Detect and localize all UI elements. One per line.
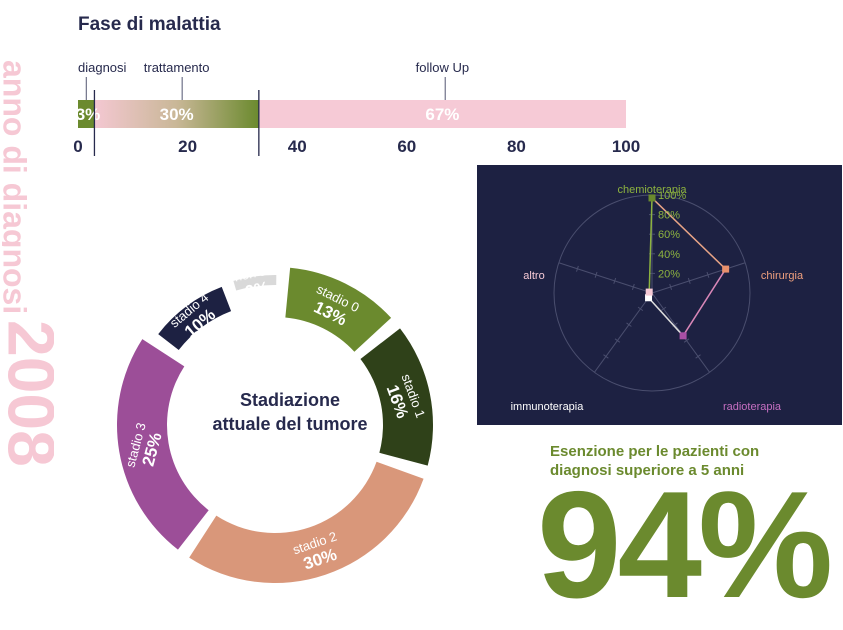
radar-point [648,194,656,202]
radar-tick-mark [576,265,579,272]
therapy-radar-chart: 20% 40% 60% 80% 100%chemioterapia chirurgia ra… [511,184,804,413]
radar-r-tick: 40% [658,249,680,261]
phase-bar-chart: 3% 30% 67% diagnosi trattamento follow Up 0 20 4… [73,60,640,156]
radar-spoke [558,262,653,294]
phase-title: Fase di malattia [78,14,221,35]
therapy-radar-panel: 20% 40% 60% 80% 100%chemioterapia chirurgia ra… [477,165,842,425]
radar-point [722,265,730,273]
exemption-percentage: 94% [537,460,833,630]
radar-point [645,288,653,296]
year-label: anno di diagnosi [2,60,33,314]
donut-center-title: Stadiazione attuale del tumore [180,388,400,436]
phase-axis-tick: 100 [612,137,640,156]
radar-spoke [651,262,746,294]
phase-category-label: diagnosi [78,60,127,75]
phase-axis-tick: 20 [178,137,197,156]
radar-axis-label: chirurgia [761,270,804,282]
phase-bar-follow-up [258,100,626,128]
radar-r-tick: 80% [658,210,680,222]
radar-spoke [593,292,653,373]
donut-slice-stadio-0 [285,267,392,352]
exemption-caption: Esenzione per le pazienti con diagnosi s… [550,442,840,480]
donut-label-group: non so6% [233,262,274,302]
radar-tick-mark [631,283,635,290]
radar-series-segment [651,197,727,270]
radar-series-segment [682,268,727,337]
phase-axis-tick: 40 [288,137,307,156]
radar-r-tick: 60% [658,229,680,241]
donut-label-group: stadio 230% [291,529,340,574]
stage-donut-chart: stadio 013%stadio 116%stadio 230%stadio … [117,262,433,583]
year-value: 2008 [2,320,54,467]
exemption-line1: Esenzione per le pazienti con [550,443,760,460]
radar-series-segment [648,197,653,293]
donut-slice-stadio-1 [360,328,433,466]
radar-tick-mark [687,277,691,284]
radar-axis-label: immunoterapia [511,401,585,413]
donut-slice-stadio-2 [189,461,424,583]
donut-slice-non-so [233,275,277,291]
phase-category-label: trattamento [144,60,210,75]
diagnosis-year-banner: anno di diagnosi 2008 [2,60,54,467]
phase-value-label: 67% [425,105,459,124]
phase-bar-trattamento [94,100,259,128]
radar-tick-mark [669,283,673,290]
radar-tick-mark [613,277,617,284]
radar-series-segment [647,297,684,337]
radar-tick-mark [683,338,690,343]
phase-axis-tick: 0 [73,137,82,156]
radar-tick-mark [626,322,632,327]
phase-value-label: 30% [160,105,194,124]
donut-center-line2: attuale del tumore [212,414,368,434]
radar-point [679,332,687,340]
radar-tick-mark [660,306,667,312]
radar-point [645,294,653,302]
radar-tick-mark [603,354,609,359]
phase-axis-tick: 80 [507,137,526,156]
radar-axis-label: chemioterapia [617,184,687,196]
donut-slice-stadio-3 [117,339,209,550]
donut-slice-value: 6% [243,278,271,302]
phase-value-label: 3% [76,105,101,124]
donut-slice-stadio-4 [158,286,232,351]
phase-bar-diagnosi [78,100,95,128]
radar-r-tick: 20% [658,268,680,280]
phase-axis-tick: 60 [397,137,416,156]
radar-axis-label: radioterapia [723,401,782,413]
radar-tick-mark [695,354,701,359]
exemption-line2: diagnosi superiore a 5 anni [550,462,745,479]
radar-axis-label: altro [523,270,544,282]
donut-center-line1: Stadiazione [239,390,341,410]
phase-category-label: follow Up [416,60,469,75]
radar-tick-mark [706,271,710,278]
radar-r-tick: 100% [658,190,686,202]
radar-tick-mark [594,271,598,278]
radar-tick-mark [637,306,644,312]
radar-tick-mark [614,338,621,343]
